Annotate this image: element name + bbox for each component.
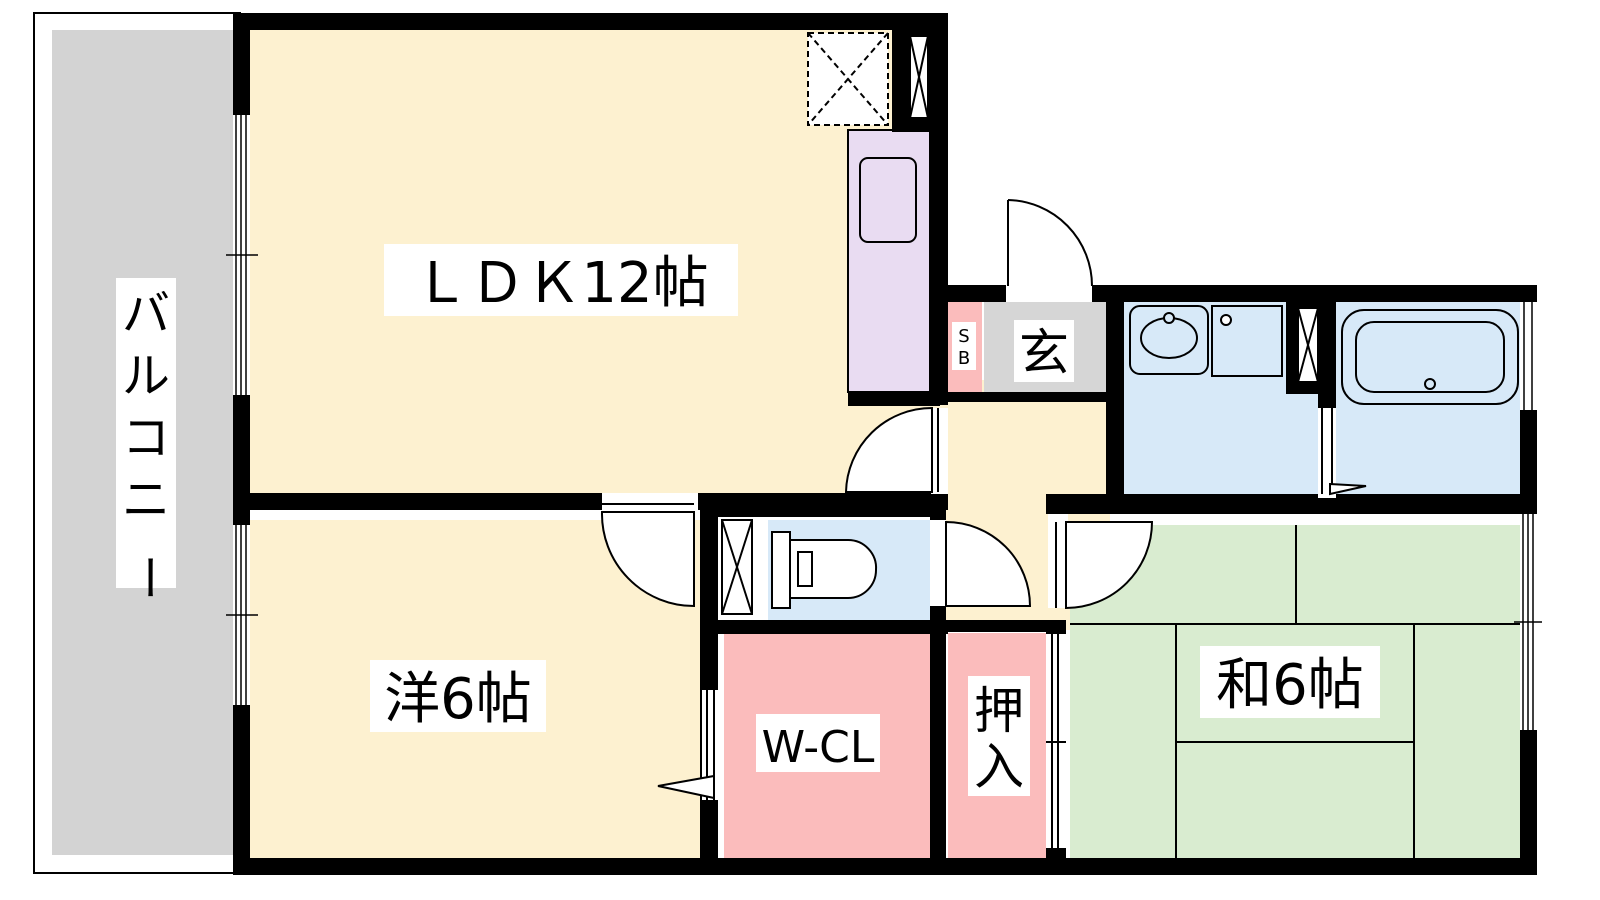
window-right-lower <box>1514 514 1542 730</box>
window-left-upper <box>226 115 258 395</box>
wcl-door <box>657 690 720 800</box>
oshiire-label-2: 入 <box>974 738 1024 796</box>
bath-storage-icon <box>1297 307 1319 383</box>
fixtures <box>721 32 1519 615</box>
wcl-label: W-CL <box>762 722 875 773</box>
ldk-hall-door <box>844 406 948 494</box>
ldk-label: ＬＤＫ12帖 <box>413 251 708 316</box>
oshiire-door <box>1046 634 1066 848</box>
balcony-label-1: バ <box>122 286 170 342</box>
balcony: バ ル コ ニ ー <box>33 12 241 874</box>
balcony-label-2: ル <box>122 348 170 404</box>
room-labels: ＬＤＫ12帖 洋6帖 和6帖 W-CL 押 入 玄 S B <box>370 244 1380 796</box>
washer-space-icon <box>1211 305 1283 377</box>
shoebox-label-1: S <box>958 326 969 347</box>
toilet-icon <box>771 531 878 609</box>
japanese-room-door <box>1048 514 1154 610</box>
toilet-storage-icon <box>721 519 753 615</box>
balcony-label-3: コ <box>122 410 170 466</box>
genkan-label: 玄 <box>1019 324 1069 382</box>
fridge-space-icon <box>807 32 889 126</box>
toilet-door <box>930 520 1032 607</box>
sink-icon <box>859 157 917 243</box>
western-room-door <box>600 493 698 608</box>
storage-cabinet-icon <box>909 35 929 119</box>
bathroom-door <box>1318 408 1367 498</box>
western-room-label: 洋6帖 <box>384 667 532 732</box>
window-left-lower <box>226 525 258 705</box>
shoebox-label-2: B <box>958 348 970 369</box>
balcony-label-5: ー <box>118 554 174 602</box>
washbasin-icon <box>1129 305 1209 375</box>
tatami-lines <box>1070 525 1532 868</box>
bathtub-icon <box>1341 309 1519 405</box>
windows <box>226 115 1542 730</box>
balcony-label-4: ニ <box>122 472 170 528</box>
doors <box>600 199 1367 848</box>
window-right-upper <box>1520 302 1537 410</box>
entrance-door <box>1006 199 1093 302</box>
japanese-room-label: 和6帖 <box>1216 653 1364 718</box>
oshiire-label-1: 押 <box>974 682 1024 740</box>
